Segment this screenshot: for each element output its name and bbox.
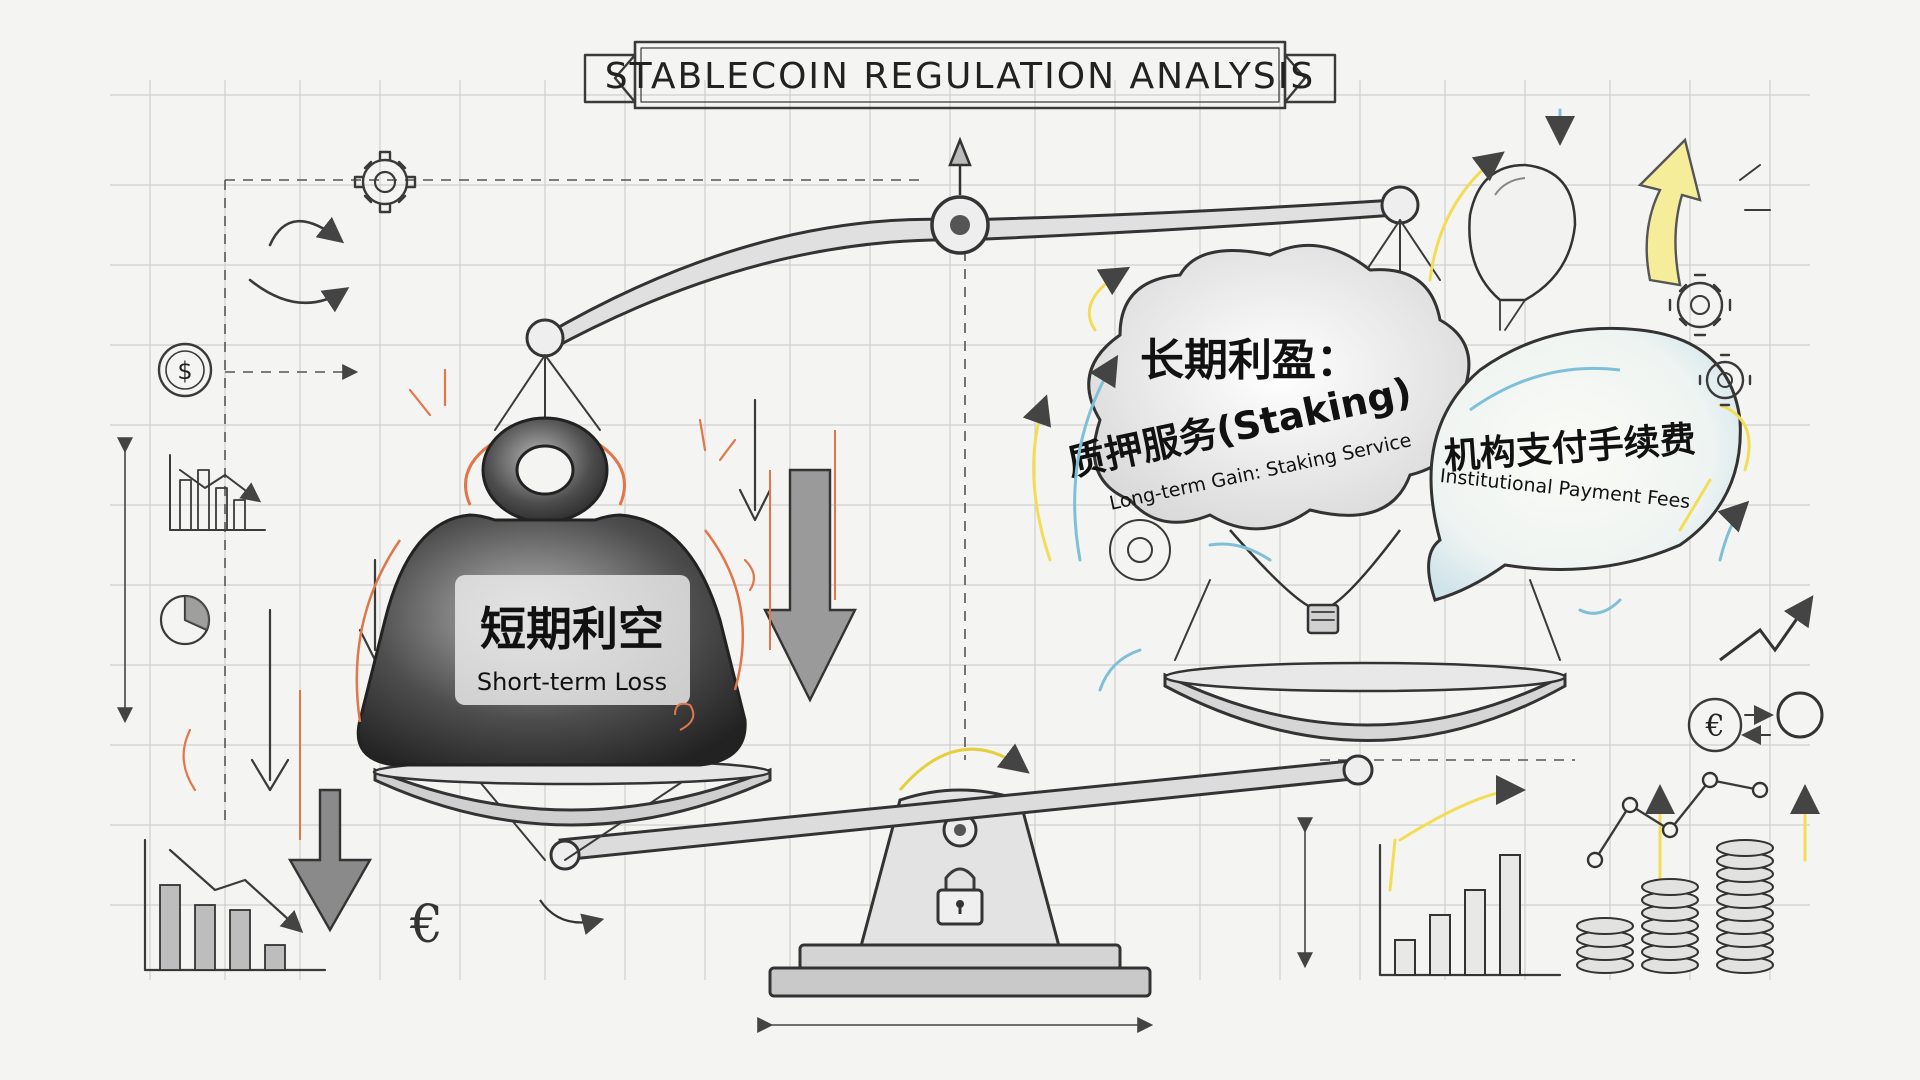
dollar-symbol: $ — [177, 357, 192, 385]
title-banner: STABLECOIN REGULATION ANALYSIS — [583, 40, 1337, 110]
coin-stack-icon — [1576, 839, 1774, 974]
pivot-curved-arrow-icon — [898, 743, 1030, 791]
right-pan — [1163, 661, 1567, 742]
bar-chart-icon — [169, 454, 266, 531]
declining-bar-chart-icon — [143, 838, 327, 972]
euro-symbol-left: € — [409, 895, 443, 955]
balloon-icon — [1468, 163, 1577, 331]
hot-air-balloon-icon — [1229, 529, 1401, 635]
page-title: STABLECOIN REGULATION ANALYSIS — [605, 56, 1315, 97]
gear-icon — [1698, 353, 1752, 407]
curved-arrow-icon — [268, 216, 345, 247]
gear-icon — [1109, 519, 1171, 581]
weight-icon: 短期利空 Short-term Loss — [355, 416, 747, 767]
short-term-loss-cn: 短期利空 — [480, 602, 664, 656]
gear-icon — [1668, 273, 1732, 337]
zigzag-arrow-icon — [1719, 595, 1814, 662]
payment-fees-bubble: 机构支付手续费 Institutional Payment Fees — [1427, 326, 1742, 602]
padlock-icon — [936, 867, 984, 926]
pivot-curved-arrow-icon — [539, 899, 605, 935]
left-pan — [372, 758, 772, 827]
euro-symbol-right: € — [1704, 709, 1724, 744]
long-term-gain-cn-line1: 长期利盈： — [1140, 335, 1360, 386]
dollar-coin-icon: $ — [157, 342, 213, 398]
staking-cloud: 长期利盈： 质押服务(Staking) Long-term Gain: Stak… — [1063, 243, 1471, 531]
gear-icon — [353, 150, 417, 214]
big-up-arrow-icon — [1637, 137, 1771, 287]
pie-chart-icon — [159, 594, 211, 646]
line-chart-icon — [1586, 771, 1769, 869]
euro-coin-icon: € — [1687, 697, 1743, 753]
scale-upper-beam — [525, 136, 1420, 358]
short-term-loss-en: Short-term Loss — [477, 668, 667, 696]
rising-bar-chart-icon — [1378, 843, 1562, 977]
loss-accent-marks — [182, 368, 756, 792]
curved-arrow-icon — [248, 278, 350, 313]
scale-base — [768, 788, 1152, 998]
down-arrows-left — [250, 398, 857, 933]
